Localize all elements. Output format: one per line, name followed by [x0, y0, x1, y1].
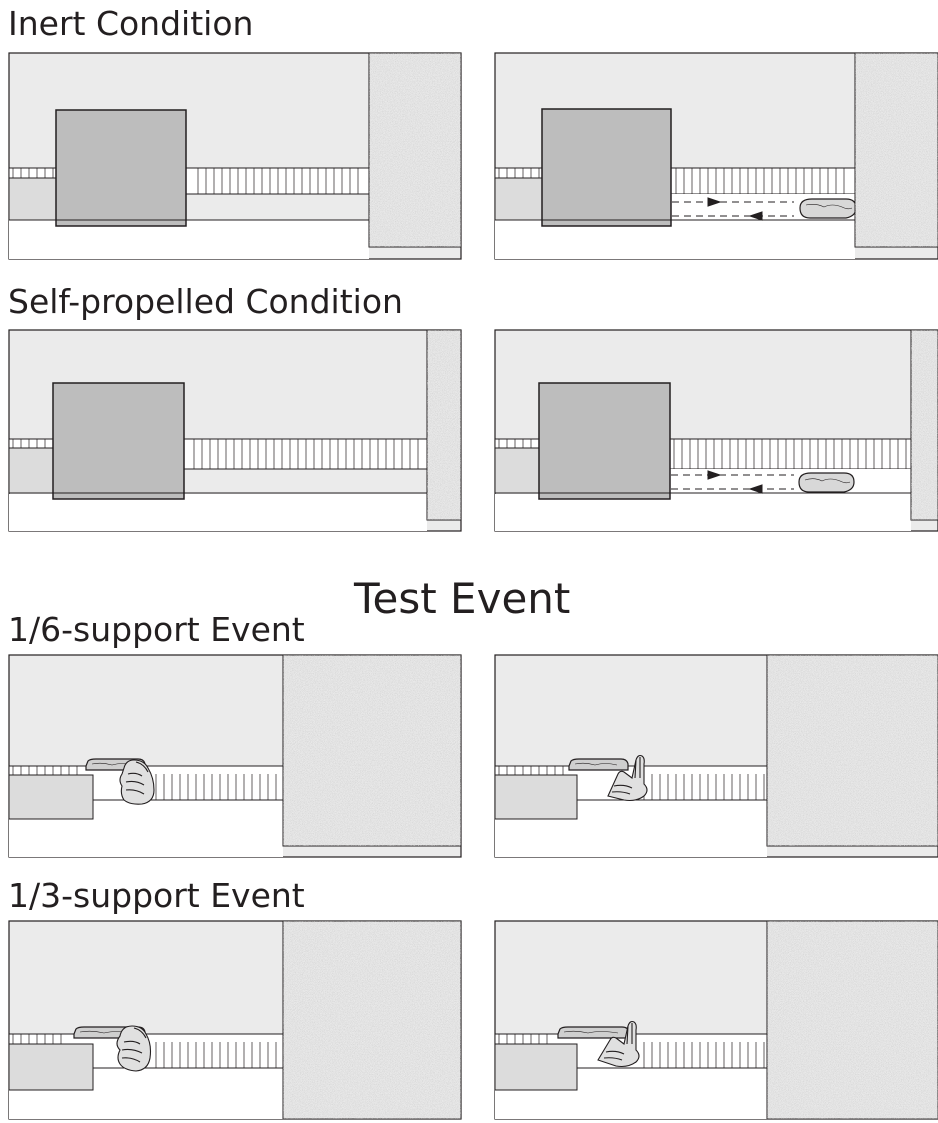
- speckled-screen: [368, 52, 462, 248]
- one-sixth-right-panel: [494, 654, 938, 858]
- hand-icon: [607, 754, 648, 802]
- platform: [494, 774, 578, 820]
- inert-condition-heading: Inert Condition: [8, 4, 254, 43]
- released-object: [557, 1026, 630, 1039]
- test-event-heading: Test Event: [354, 574, 571, 623]
- speckled-screen: [282, 920, 462, 1120]
- speckled-screen: [426, 329, 462, 521]
- moving-object: [799, 198, 857, 219]
- self-propelled-left-panel: [8, 329, 462, 532]
- platform: [8, 1043, 94, 1091]
- box: [538, 382, 671, 500]
- box: [541, 108, 672, 227]
- hand-icon: [597, 1020, 640, 1068]
- speckled-screen: [910, 329, 938, 521]
- platform: [8, 774, 94, 820]
- box: [55, 109, 187, 227]
- one-sixth-left-panel: [8, 654, 462, 858]
- speckled-screen: [766, 920, 938, 1120]
- hand-icon: [119, 759, 155, 805]
- speckled-screen: [282, 654, 462, 847]
- speckled-screen: [854, 52, 938, 248]
- platform: [494, 177, 544, 221]
- motion-path-arrows: [671, 470, 794, 494]
- motion-path-arrows: [672, 197, 794, 221]
- speckled-screen: [766, 654, 938, 847]
- hand-icon: [116, 1025, 152, 1072]
- one-third-right-panel: [494, 920, 938, 1120]
- inert-right-panel: [494, 52, 938, 260]
- self-propelled-right-panel: [494, 329, 938, 532]
- box: [52, 382, 185, 500]
- one-sixth-support-event-heading: 1/6-support Event: [8, 610, 305, 649]
- released-object: [568, 758, 629, 771]
- one-third-support-event-heading: 1/3-support Event: [8, 876, 305, 915]
- self-propelled-condition-heading: Self-propelled Condition: [8, 282, 403, 321]
- platform: [8, 447, 54, 494]
- inert-left-panel: [8, 52, 462, 260]
- one-third-left-panel: [8, 920, 462, 1120]
- platform: [8, 177, 58, 221]
- platform: [494, 1043, 578, 1091]
- platform: [494, 447, 540, 494]
- moving-object: [798, 472, 855, 493]
